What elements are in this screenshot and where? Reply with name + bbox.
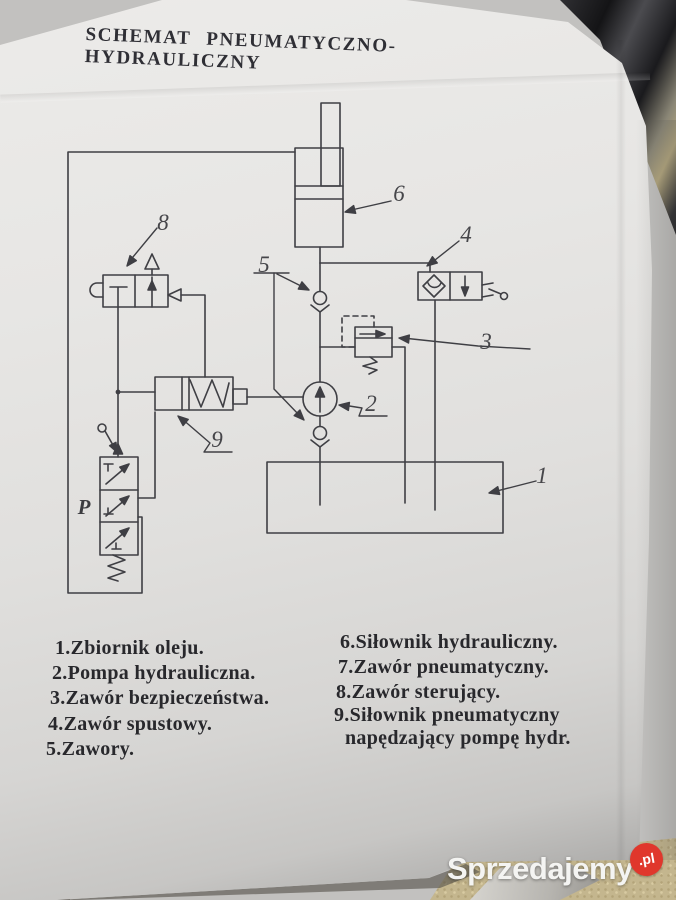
relief-valve-3 bbox=[341, 315, 393, 375]
label-6: 6 bbox=[393, 181, 405, 206]
hydraulic-cylinder-6 bbox=[294, 102, 344, 264]
check-valve-lower-5 bbox=[310, 425, 330, 448]
hydraulic-pump-2 bbox=[302, 381, 338, 417]
label-4: 4 bbox=[460, 222, 472, 247]
legend-item-2: 2.Pompa hydrauliczna. bbox=[52, 662, 256, 684]
label-8: 8 bbox=[157, 210, 169, 235]
watermark-tld: .pl bbox=[637, 849, 656, 869]
watermark-text: Sprzedajemy bbox=[447, 851, 633, 886]
paper-curl-right bbox=[636, 120, 676, 860]
drain-valve-4 bbox=[417, 271, 509, 301]
label-p-port: P bbox=[77, 495, 91, 519]
check-valve-upper-5 bbox=[310, 290, 330, 313]
label-9: 9 bbox=[211, 427, 223, 452]
leader-lines bbox=[126, 200, 537, 496]
air-supply-lines bbox=[67, 151, 296, 594]
label-5: 5 bbox=[258, 252, 270, 277]
pneumatic-cylinder-9 bbox=[154, 376, 304, 411]
watermark: Sprzedajemy .pl bbox=[447, 843, 672, 893]
legend-item-9-cont: napędzający pompę hydr. bbox=[345, 727, 571, 749]
oil-tank-1 bbox=[266, 461, 504, 534]
label-3: 3 bbox=[479, 329, 492, 354]
legend-item-5: 5.Zawory. bbox=[46, 738, 135, 760]
label-1: 1 bbox=[536, 463, 548, 488]
legend-item-6: 6.Siłownik hydrauliczny. bbox=[340, 631, 558, 653]
pilot-lines bbox=[112, 306, 156, 499]
control-valve-8 bbox=[89, 253, 206, 378]
paper-crease-vertical bbox=[616, 40, 626, 860]
legend-item-1: 1.Zbiornik oleju. bbox=[55, 637, 205, 659]
legend-item-8: 8.Zawór sterujący. bbox=[336, 681, 501, 703]
legend-item-9: 9.Siłownik pneumatyczny bbox=[334, 704, 560, 726]
label-2: 2 bbox=[365, 391, 377, 416]
watermark-pl-badge: .pl bbox=[630, 843, 663, 876]
pneumatic-valve-7 bbox=[97, 423, 139, 582]
legend-item-3: 3.Zawór bezpieczeństwa. bbox=[50, 687, 270, 709]
legend-item-4: 4.Zawór spustowy. bbox=[48, 713, 213, 735]
legend-item-7: 7.Zawór pneumatyczny. bbox=[338, 656, 549, 678]
